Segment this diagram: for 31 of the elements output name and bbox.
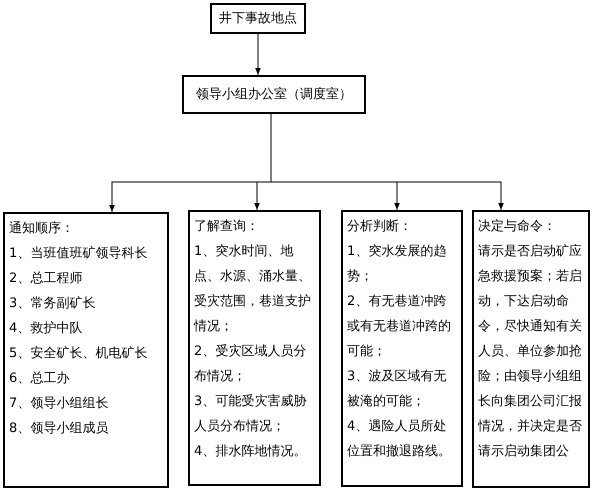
list-item: 3、波及区域有无被淹的可能； — [347, 368, 448, 411]
info-box — [341, 210, 463, 487]
list-item: 3、可能受灾害威胁人员分布情况； — [194, 393, 308, 436]
list-item: 8、领导小组成员 — [9, 420, 110, 438]
list-item: 2、受灾区域人员分布情况； — [194, 343, 308, 386]
list-item: 1、突水发展的趋势； — [347, 243, 448, 286]
arrow — [255, 34, 261, 76]
info-box — [3, 212, 169, 488]
list-item: 2、有无巷道冲跨或有无巷道冲跨的可能； — [347, 293, 452, 361]
list-item: 4、救护中队 — [9, 320, 84, 338]
box-title: 领导小组办公室（调度室） — [196, 86, 352, 104]
list-item: 4、排水阵地情况。 — [194, 443, 308, 461]
list-item: 4、遇险人员所处位置和撤退路线。 — [347, 418, 452, 461]
list-item: 5、安全矿长、机电矿长 — [9, 345, 148, 363]
list-item: 1、当班值班矿领导科长 — [9, 245, 148, 263]
box-heading: 决定与命令： — [478, 218, 557, 236]
list-item: 3、常务副矿长 — [9, 295, 96, 313]
box-heading: 分析判断： — [347, 218, 413, 236]
list-item: 6、总工办 — [9, 370, 70, 388]
list-item: 请示是否启动矿应急救援预案；若启动，下达启动命令，尽快通知有关人员、单位参加抢险；由领导小组组长向集团公司汇报情况，并决定是否请示启动集团公 — [478, 243, 583, 461]
list-item: 7、领导小组组长 — [9, 395, 110, 413]
process-box — [210, 3, 306, 34]
box-title: 井下事故地点 — [219, 10, 297, 28]
arrow — [270, 114, 504, 210]
process-box — [182, 75, 366, 114]
box-heading: 了解查询： — [194, 218, 260, 236]
info-box — [472, 210, 590, 488]
list-item: 1、突水时间、地点、水源、涌水量、受灾范围，巷道支护情况； — [194, 243, 312, 336]
list-item: 2、总工程师 — [9, 270, 84, 288]
box-heading: 通知顺序： — [9, 220, 75, 238]
info-box — [188, 210, 321, 486]
